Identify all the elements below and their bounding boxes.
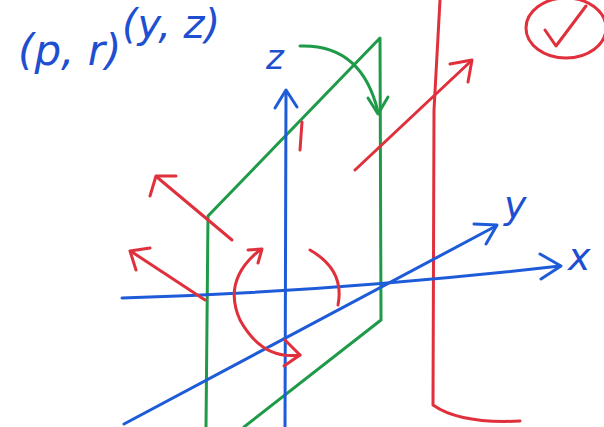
normal-arrow (355, 62, 470, 170)
plane-outline (206, 38, 381, 427)
rotation-arc (310, 250, 339, 305)
coordinate-label: (p, r) (18, 30, 121, 72)
arrow-head (150, 176, 176, 196)
z-axis (285, 92, 286, 427)
arrow-head (474, 224, 497, 244)
rotation-arc (234, 250, 300, 356)
arrow-head (130, 248, 150, 270)
check-mark (545, 6, 586, 46)
arrow-head (450, 60, 472, 82)
coordinate-label: (y, z) (122, 4, 220, 44)
normal-arrow (300, 122, 302, 150)
arrow-head (248, 249, 262, 263)
arrow-head (284, 340, 300, 366)
arrow-head (275, 90, 297, 108)
y-axis (124, 226, 496, 424)
axis-label: z (266, 40, 284, 74)
axis-label: x (568, 238, 591, 276)
normal-arrow (158, 178, 232, 240)
axis-label: y (504, 186, 527, 224)
arrow-head (368, 97, 388, 114)
normal-arrow (132, 252, 205, 300)
arrow-head (540, 254, 561, 279)
rotation-arrow (300, 46, 378, 112)
x-axis (122, 266, 560, 298)
check-circle (526, 0, 604, 58)
